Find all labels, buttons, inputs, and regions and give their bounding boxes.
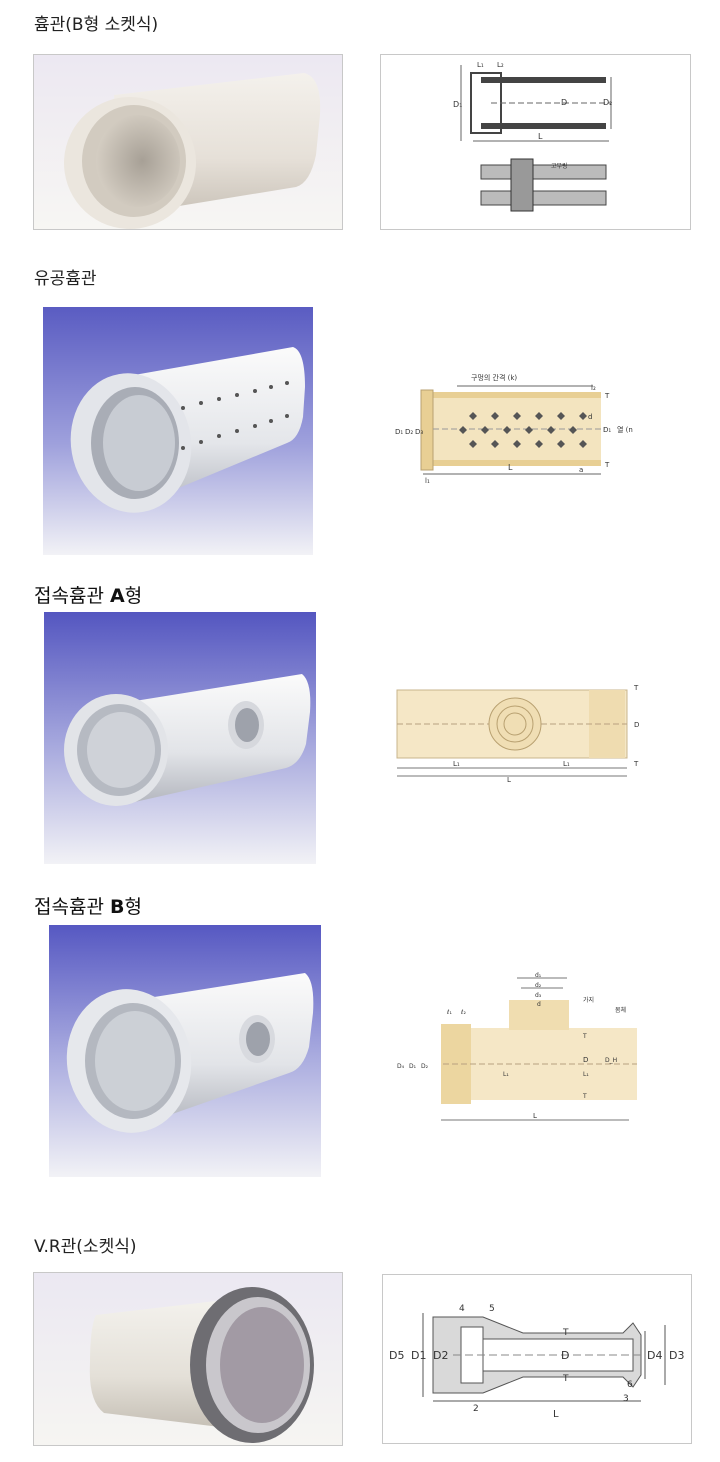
d4-label-d1-outer: D₁ [409,1063,417,1070]
d5-label-d4: D4 [647,1349,662,1362]
d5-label-t-bottom: T [562,1374,569,1384]
d4-label-d: d [537,1001,541,1008]
d4-label-dh: D_H [605,1057,617,1064]
d3-label-l1-right: L₁ [563,760,570,768]
perforated-pipe-photo [43,307,313,555]
d4-label-branch: 가지 [583,996,594,1004]
d4-label-d2: d₂ [535,982,542,989]
d1-label-gasket: 고무링 [551,163,568,170]
d2-label-d-outer: D₁ [603,426,611,434]
d4-label-body: 몸체 [615,1006,626,1014]
d2-label-row: 열 (n) [617,426,633,434]
d5-label-2: 2 [473,1404,479,1414]
d5-label-l: L [553,1409,559,1420]
section-title-junction-pipe-a: 접속흄관 A형 [34,581,142,608]
title-b-prefix: 접속흄관 [34,896,110,918]
d5-label-d3: D3 [669,1349,684,1362]
d1-label-d: D [561,98,567,107]
d4-label-l2-small: ℓ₂ [460,1009,466,1016]
d1-label-d2: D₂ [603,98,612,107]
d3-label-l1-left: L₁ [453,760,460,768]
section-title-hume-pipe-b: 흄관(B형 소켓식) [34,15,159,35]
d5-label-d2: D2 [433,1349,448,1362]
title-b-suffix: 형 [124,896,142,918]
d2-label-d: d [588,413,592,421]
hume-pipe-b-diagram: D₁ D D₂ L₁ L₂ L 고무링 [380,54,691,230]
d4-label-l1-right: L₁ [583,1071,589,1078]
d2-label-l: L [508,463,513,472]
title-a-bold: A [109,585,125,607]
section-title-junction-pipe-b: 접속흄관 B형 [34,892,142,919]
title-b-bold: B [109,896,125,918]
vr-pipe-diagram: 4 5 D5 D1 D2 D T T D4 D3 2 3 6 L [382,1274,692,1444]
d3-label-l: L [507,776,511,784]
d3-label-d: D [634,721,639,729]
junction-pipe-b-photo [49,925,321,1177]
d3-label-t-bottom: T [633,760,639,768]
d2-label-l2: l₂ [591,384,596,392]
d1-label-d1: D₁ [453,100,462,109]
title-a-suffix: 형 [124,585,143,607]
d5-label-3: 3 [623,1394,629,1404]
title-a-prefix: 접속흄관 [34,585,110,607]
d4-label-d2-outer: D₂ [421,1063,429,1070]
d4-label-l1-left: L₁ [503,1071,509,1078]
d2-label-d1: D₁ [395,428,403,436]
d4-label-d4: D₄ [397,1063,405,1070]
perforated-pipe-diagram: 구멍의 간격 (k) D₁ D₂ D₃ l₂ T T D₁ d 열 (n) L … [393,372,633,484]
d4-label-d3: d₃ [535,992,542,999]
vr-pipe-photo [33,1272,343,1446]
junction-pipe-a-diagram: T D T L₁ L₁ L [393,680,643,785]
d2-label-t-bottom: T [604,461,610,469]
d2-label-a: a [579,466,583,474]
d4-label-d1: d₁ [535,972,542,979]
section-title-perforated-hume-pipe: 유공흄관 [34,269,97,289]
d2-label-d2: D₂ [405,428,413,436]
d5-label-5: 5 [489,1304,495,1314]
d4-label-t-top: T [582,1033,587,1040]
junction-pipe-a-photo [44,612,316,864]
d4-label-l: L [533,1112,537,1120]
hume-pipe-b-photo [33,54,343,230]
d1-label-l1: L₁ [477,61,484,69]
d5-label-t-top: T [562,1328,569,1338]
section-title-vr-pipe: V.R관(소켓식) [34,1237,137,1257]
d5-label-d1: D1 [411,1349,426,1362]
d2-label-l1: l₁ [425,477,430,484]
d5-label-4: 4 [459,1304,465,1314]
d4-label-t-bottom: T [582,1093,587,1100]
d4-label-big-d: D [583,1056,588,1064]
d5-label-d: D [561,1349,569,1362]
d4-label-l1-small: ℓ₁ [446,1009,452,1016]
d1-label-l: L [538,132,543,141]
d1-label-l2: L₂ [497,61,504,69]
d5-label-d5: D5 [389,1349,404,1362]
d2-label-d3: D₃ [415,428,423,436]
d3-label-t-top: T [633,684,639,692]
junction-pipe-b-diagram: d₁ d₂ d₃ d 가지 몸체 D₄ D₁ D₂ D D_H T T L₁ L… [393,970,643,1128]
d2-label-t-top: T [604,392,610,400]
d5-label-6: 6 [627,1380,633,1390]
d2-label-hole-spacing: 구멍의 간격 (k) [471,373,517,382]
